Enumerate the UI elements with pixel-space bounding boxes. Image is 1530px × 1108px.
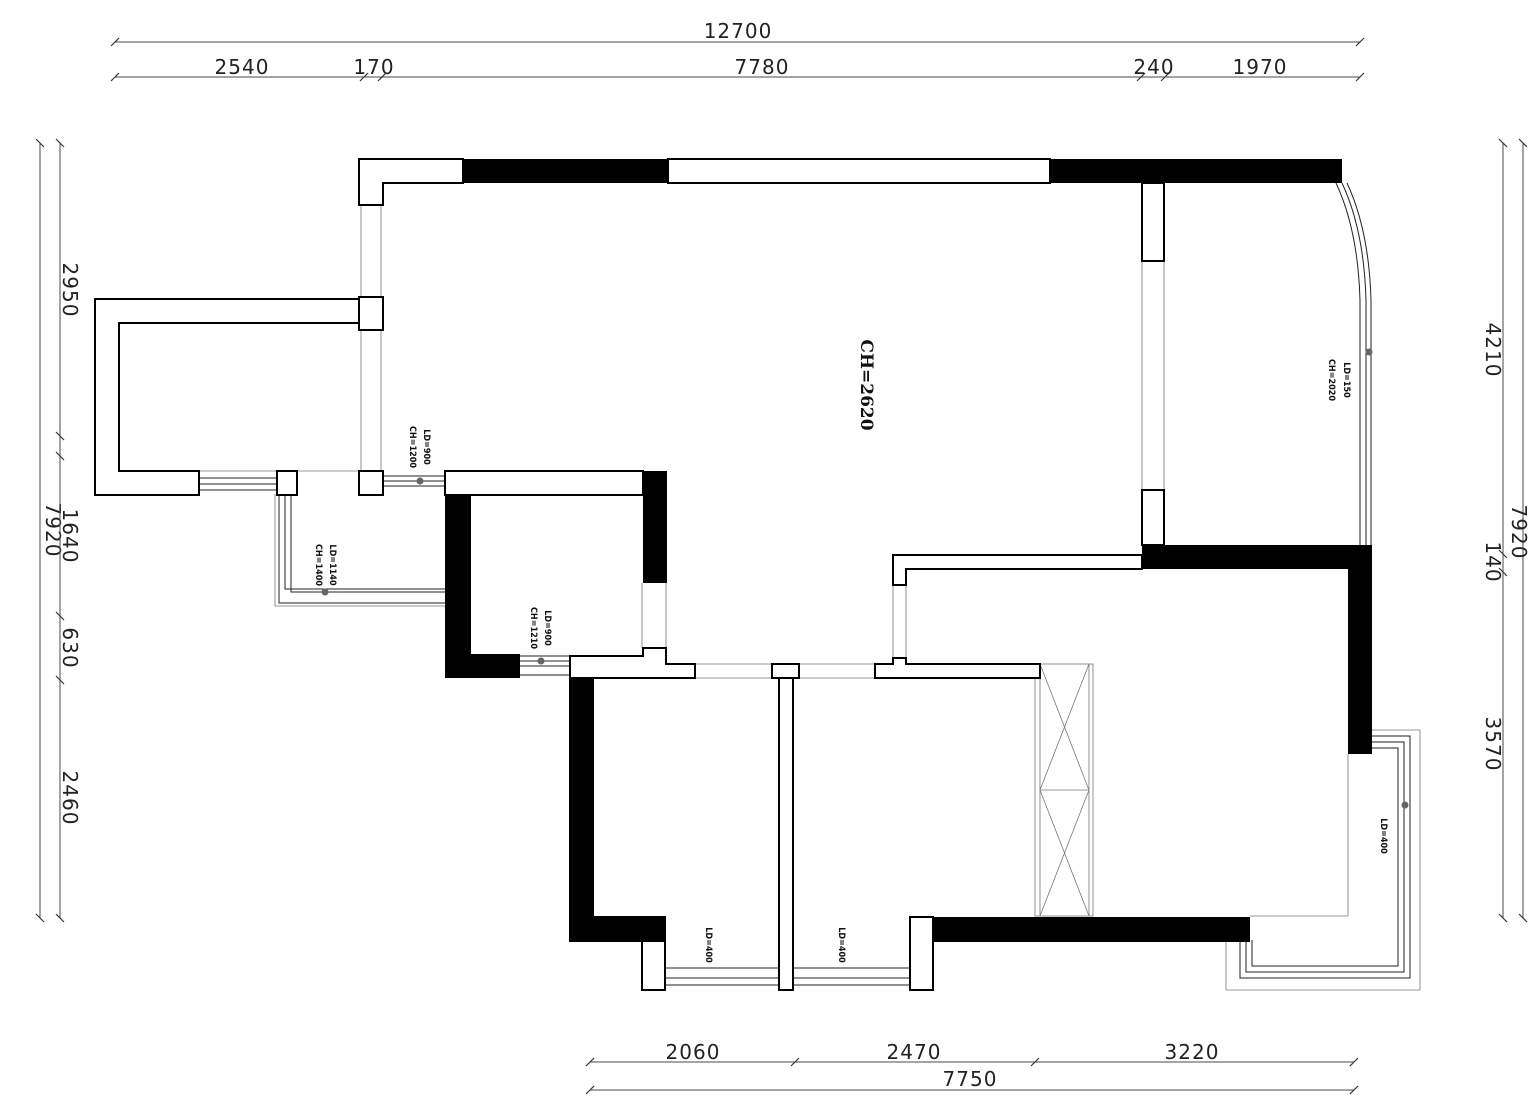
top-dim-3: 7780 bbox=[735, 55, 790, 79]
bottom-dim-1: 2060 bbox=[666, 1040, 721, 1064]
right-dimensions: 4210 140 3570 7920 bbox=[1481, 138, 1530, 923]
left-total-dim: 7920 bbox=[41, 503, 65, 558]
top-dim-1: 2540 bbox=[215, 55, 270, 79]
bottom-dim-3: 3220 bbox=[1165, 1040, 1220, 1064]
bottom-dimensions: 2060 2470 3220 7750 bbox=[585, 1040, 1359, 1095]
ceiling-height-label: CH=2620 bbox=[856, 339, 876, 430]
balcony-window-ld-label: LD=900 bbox=[421, 429, 431, 465]
top-dimensions: 12700 2540 170 7780 240 1970 bbox=[110, 19, 1365, 82]
windows bbox=[199, 182, 1421, 991]
left-window-ld-label: LD=1140 bbox=[327, 544, 337, 586]
left-dim-1: 2950 bbox=[58, 263, 82, 318]
right-total-dim: 7920 bbox=[1507, 505, 1530, 560]
wardrobe bbox=[1034, 663, 1094, 917]
bottom-total-dim: 7750 bbox=[943, 1067, 998, 1091]
small-room-window-ld-label: LD=900 bbox=[542, 610, 552, 646]
left-dim-2: 1640 bbox=[58, 509, 82, 564]
left-dim-3: 630 bbox=[58, 627, 82, 668]
left-window-ch-label: CH=1400 bbox=[313, 544, 323, 586]
solid-walls bbox=[445, 159, 1372, 942]
top-dim-5: 1970 bbox=[1233, 55, 1288, 79]
bay-window-ld-label: LD=150 bbox=[1341, 362, 1351, 398]
hollow-walls bbox=[94, 158, 1165, 991]
top-total-dim: 12700 bbox=[704, 19, 773, 43]
bottom-window-1-ld-label: LD=400 bbox=[703, 927, 713, 963]
annotations: CH=2620 LD=150 CH=2020 LD=900 CH=1200 LD… bbox=[313, 339, 1388, 963]
right-dim-2: 140 bbox=[1481, 541, 1505, 582]
small-room-window-ch-label: CH=1210 bbox=[528, 607, 538, 649]
bottom-window-2-ld-label: LD=400 bbox=[836, 927, 846, 963]
top-dim-2: 170 bbox=[353, 55, 394, 79]
right-dim-3: 3570 bbox=[1481, 717, 1505, 772]
left-dim-4: 2460 bbox=[58, 771, 82, 826]
balcony-window-ch-label: CH=1200 bbox=[407, 426, 417, 468]
right-dim-1: 4210 bbox=[1481, 323, 1505, 378]
left-dimensions: 7920 2950 1640 630 2460 bbox=[35, 138, 82, 923]
bottom-dim-2: 2470 bbox=[887, 1040, 942, 1064]
bay-window-ch-label: CH=2020 bbox=[1326, 359, 1336, 401]
right-bay-ld-label: LD=400 bbox=[1378, 818, 1388, 854]
top-dim-4: 240 bbox=[1133, 55, 1174, 79]
